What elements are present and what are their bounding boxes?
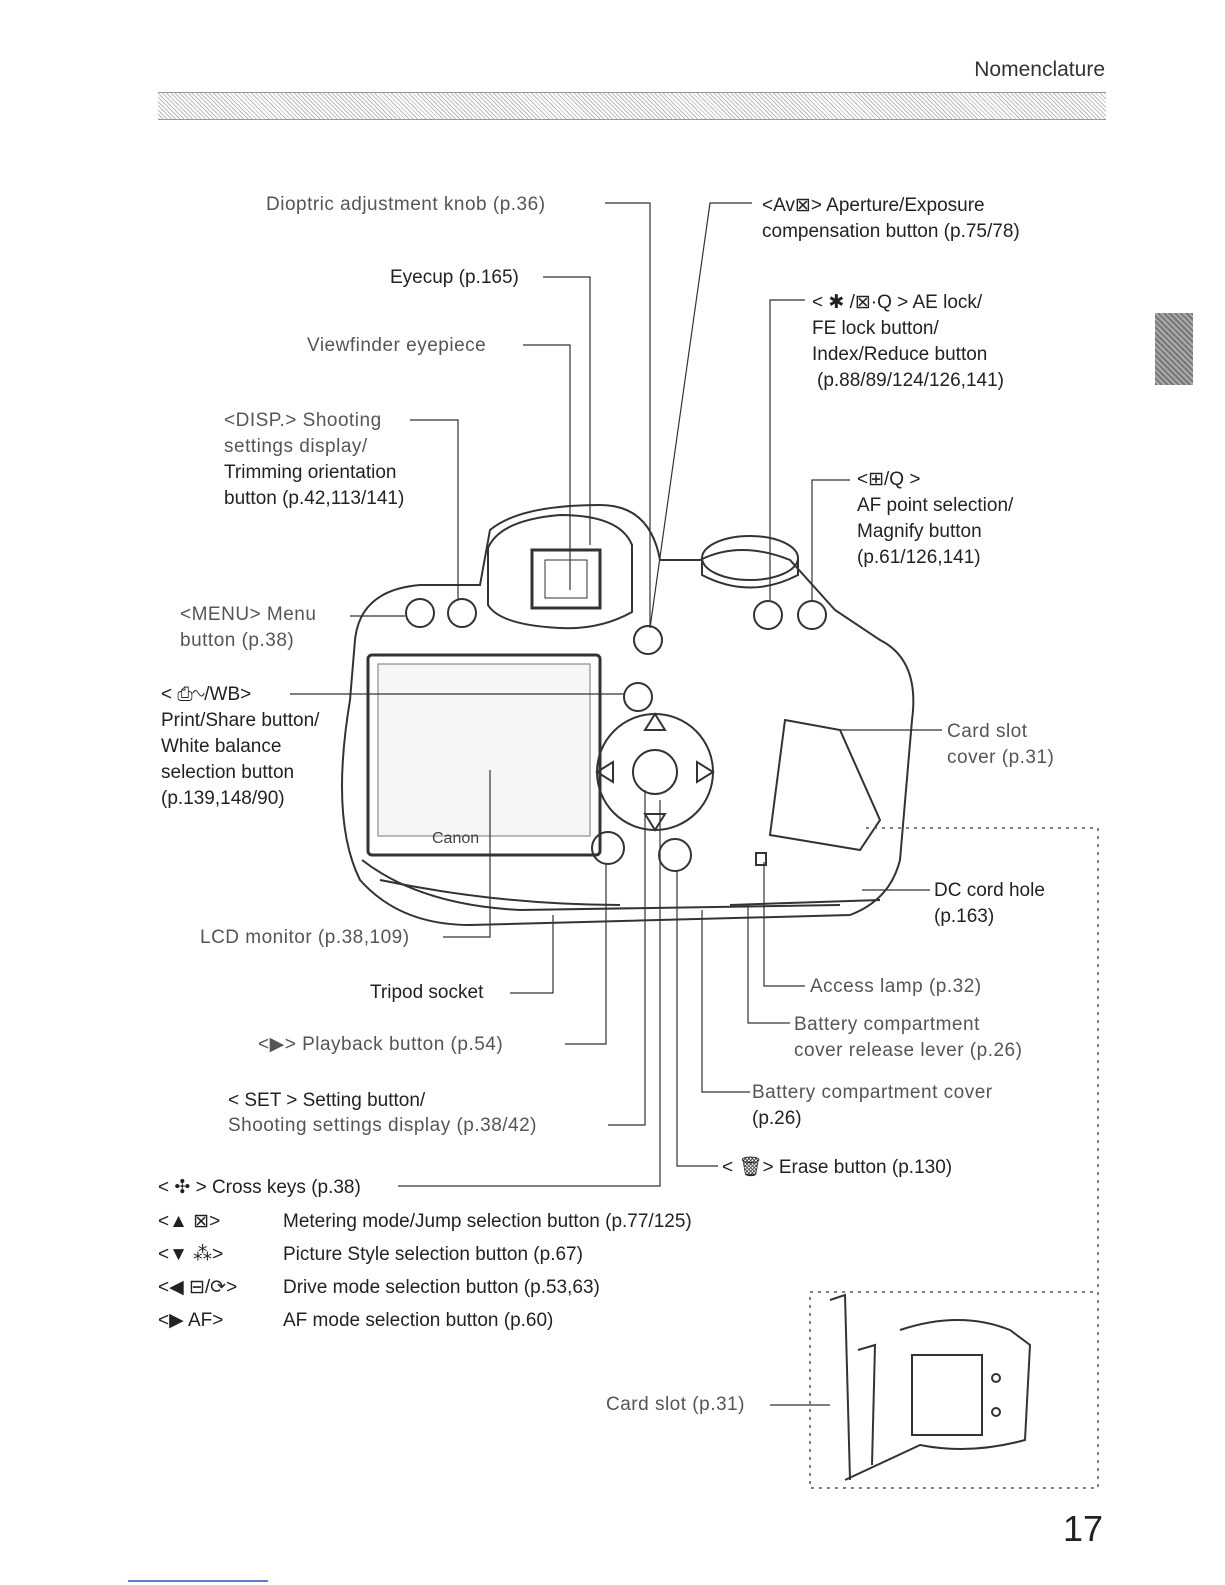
erase-btn-shape [658,838,692,872]
list-item-symbol: <▲ ⊠> [158,1211,221,1232]
playback-btn-shape [591,831,625,865]
card-slot-detail [829,1293,1032,1481]
label-viewfinder: Viewfinder eyepiece [307,335,487,356]
label-tripod: Tripod socket [370,982,484,1003]
label-playback: <▶> Playback button (p.54) [258,1034,504,1055]
label-card-slot: Card slot (p.31) [606,1394,745,1415]
label-ae-4: (p.88/89/124/126,141) [817,370,1004,391]
label-print-4: selection button [161,762,295,783]
label-menu-2: button (p.38) [180,630,295,651]
label-disp-4: button (p.42,113/141) [224,488,405,509]
label-setting-2: Shooting settings display (p.38/42) [228,1115,538,1136]
wb-btn-shape [623,682,653,712]
label-disp-2: settings display/ [224,436,368,457]
label-menu-1: <MENU> Menu [180,604,317,625]
label-disp-1: <DISP.> Shooting [224,410,382,431]
set-btn-shape [632,749,678,795]
label-print-2: Print/Share button/ [161,710,320,731]
list-item: <▶ AF> AF mode selection button (p.60) [158,1309,553,1332]
label-af-3: Magnify button [857,521,982,542]
list-item-text: Metering mode/Jump selection button (p.7… [283,1211,692,1232]
label-print-3: White balance [161,736,282,757]
access-lamp-shape [755,852,767,866]
label-card-cover-1: Card slot [947,721,1028,742]
label-erase: < 🗑> Erase button (p.130) [722,1157,953,1178]
label-print-1: < ⎙∿/WB> [161,684,252,705]
cross-keys-title: < ✣ > Cross keys (p.38) [158,1177,361,1198]
label-dc-2: (p.163) [934,906,995,927]
label-access: Access lamp (p.32) [810,976,982,997]
section-title: Nomenclature [974,58,1105,81]
label-ae-1: < ✱ /⊠·Q > AE lock/ [812,292,983,313]
label-disp-3: Trimming orientation [224,462,397,483]
label-dc-1: DC cord hole [934,880,1045,901]
af-point-btn-shape [797,600,827,630]
header-band [158,92,1106,120]
list-item-text: Picture Style selection button (p.67) [283,1244,583,1265]
disp-btn-shape [447,598,477,628]
label-batt-cover-1: Battery compartment cover [752,1082,993,1103]
label-af-2: AF point selection/ [857,495,1014,516]
list-item-symbol: <▶ AF> [158,1310,224,1331]
card-slot-cover [768,718,882,852]
label-eyecup: Eyecup (p.165) [390,267,519,288]
label-card-cover-2: cover (p.31) [947,747,1055,768]
menu-btn-shape [405,598,435,628]
brand-mark: Canon [432,830,479,847]
label-lcd: LCD monitor (p.38,109) [200,927,410,948]
label-batt-cover-2: (p.26) [752,1108,802,1129]
cross-keys-ring [596,713,714,831]
list-item: <▼ ⁂> Picture Style selection button (p.6… [158,1243,583,1266]
label-setting-1: < SET > Setting button/ [228,1090,426,1111]
ae-btn-shape [753,600,783,630]
label-print-5: (p.139,148/90) [161,788,285,809]
list-item-symbol: <▼ ⁂> [158,1244,224,1265]
label-dioptric: Dioptric adjustment knob (p.36) [266,194,546,215]
list-item-symbol: <◀ ⊟/⟳> [158,1277,238,1298]
label-batt-lever-1: Battery compartment [794,1014,980,1035]
list-item-text: AF mode selection button (p.60) [283,1310,554,1331]
label-batt-lever-2: cover release lever (p.26) [794,1040,1023,1061]
list-item: <▲ ⊠> Metering mode/Jump selection button… [158,1210,692,1233]
viewfinder-eyepiece [530,548,602,610]
page-number: 17 [1062,1508,1103,1549]
list-item: <◀ ⊟/⟳> Drive mode selection button (p.53… [158,1276,600,1299]
label-ae-2: FE lock button/ [812,318,939,339]
chapter-tab [1155,313,1193,385]
label-ae-3: Index/Reduce button [812,344,988,365]
camera-body [341,503,915,927]
bottom-link-bar[interactable] [128,1580,268,1582]
label-av-2: compensation button (p.75/78) [762,221,1020,242]
label-af-4: (p.61/126,141) [857,547,981,568]
label-af-1: <⊞/Q > [857,469,921,490]
av-btn-shape [633,625,663,655]
eyecup [487,513,633,630]
list-item-text: Drive mode selection button (p.53,63) [283,1277,600,1298]
label-av-1: <Av⊠> Aperture/Exposure [762,195,985,216]
